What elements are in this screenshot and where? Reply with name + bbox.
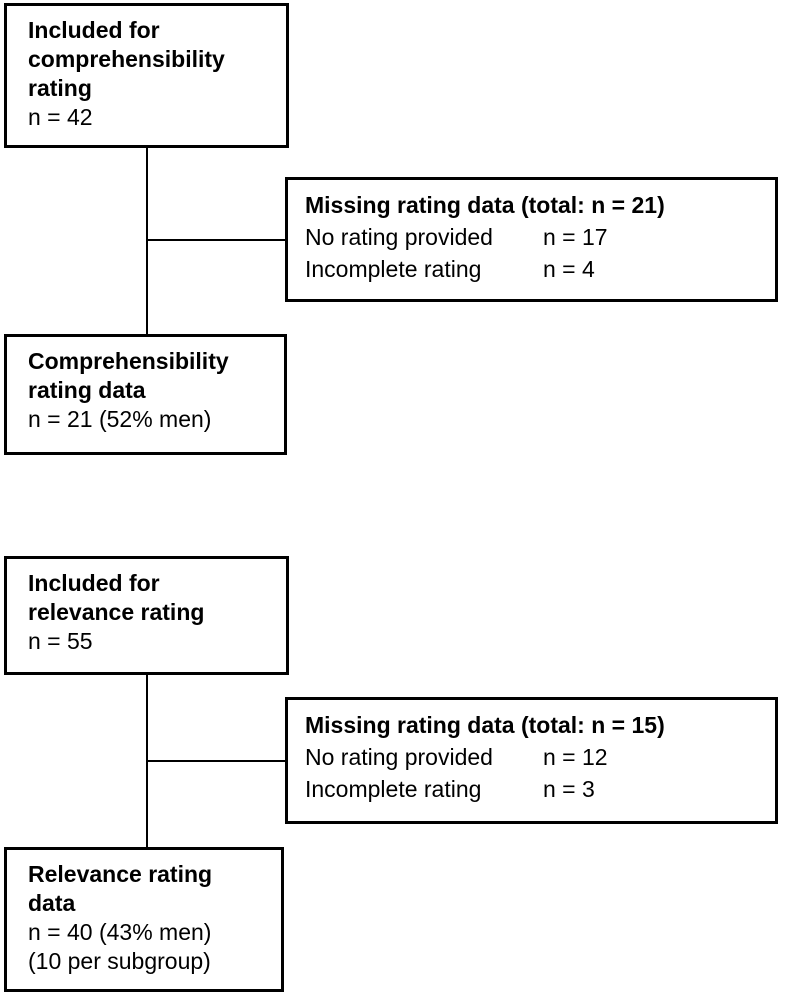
missing-row: Incomplete rating n = 3 xyxy=(305,773,765,805)
included-comprehensibility-count: n = 42 xyxy=(28,104,93,130)
missing-row-label: Incomplete rating xyxy=(305,776,482,802)
missing-rating-box-group2: Missing rating data (total: n = 15) No r… xyxy=(285,697,778,824)
missing-row: No rating provided n = 12 xyxy=(305,741,765,773)
missing-rating-title-group1: Missing rating data (total: n = 21) xyxy=(305,192,665,218)
missing-row: No rating provided n = 17 xyxy=(305,221,765,253)
missing-row-label: No rating provided xyxy=(305,744,493,770)
missing-row-value: n = 12 xyxy=(543,744,608,770)
comprehensibility-result-title: Comprehensibility rating data xyxy=(28,348,229,403)
missing-rating-title-group2: Missing rating data (total: n = 15) xyxy=(305,712,665,738)
relevance-result-count: n = 40 (43% men) xyxy=(28,919,212,945)
relevance-result-title: Relevance rating data xyxy=(28,861,213,916)
included-relevance-count: n = 55 xyxy=(28,628,93,654)
missing-row-value: n = 17 xyxy=(543,224,608,250)
missing-row-label: Incomplete rating xyxy=(305,256,482,282)
missing-row-label: No rating provided xyxy=(305,224,493,250)
connector-vertical-group1 xyxy=(146,148,148,334)
comprehensibility-result-count: n = 21 (52% men) xyxy=(28,406,212,432)
included-comprehensibility-title: Included for comprehensibility rating xyxy=(28,17,225,101)
relevance-result-subgroup-note: (10 per subgroup) xyxy=(28,948,211,974)
missing-row-value: n = 4 xyxy=(543,256,595,282)
included-relevance-box: Included for relevance rating n = 55 xyxy=(4,556,289,675)
included-comprehensibility-box: Included for comprehensibility rating n … xyxy=(4,3,289,148)
relevance-result-box: Relevance rating data n = 40 (43% men) (… xyxy=(4,847,284,992)
missing-rating-box-group1: Missing rating data (total: n = 21) No r… xyxy=(285,177,778,302)
comprehensibility-result-box: Comprehensibility rating data n = 21 (52… xyxy=(4,334,287,455)
missing-row-value: n = 3 xyxy=(543,776,595,802)
connector-horizontal-group1 xyxy=(147,239,285,241)
included-relevance-title: Included for relevance rating xyxy=(28,570,205,625)
connector-horizontal-group2 xyxy=(147,760,285,762)
missing-row: Incomplete rating n = 4 xyxy=(305,253,765,285)
